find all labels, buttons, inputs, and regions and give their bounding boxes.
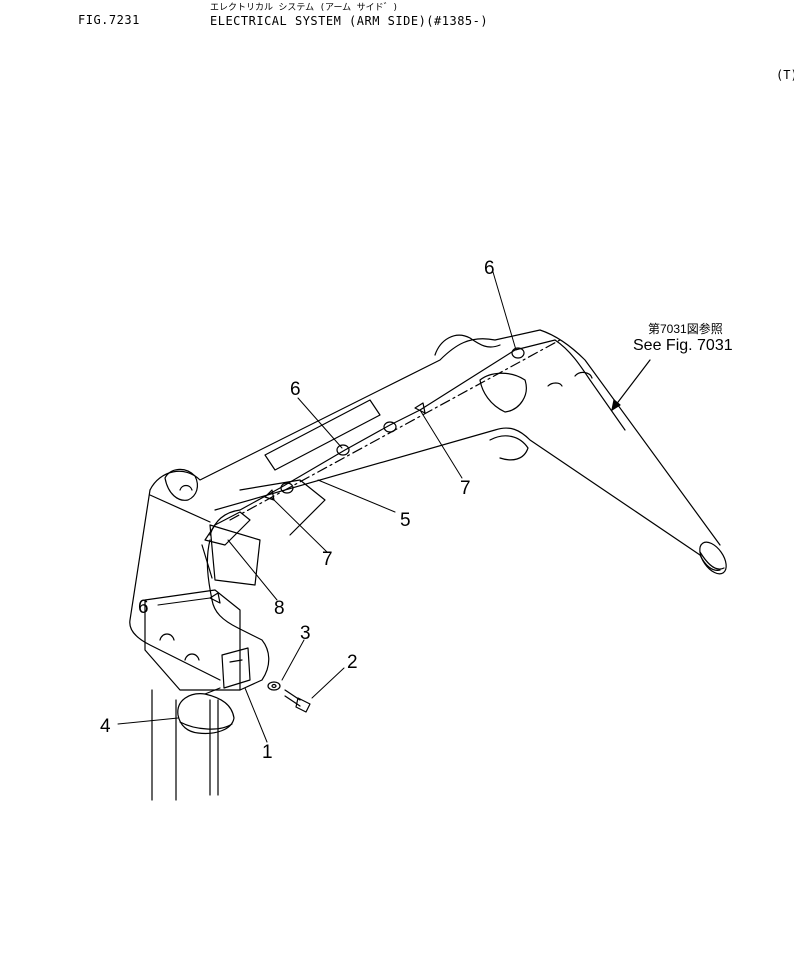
reference-arrowhead — [611, 399, 621, 411]
reference-english: See Fig. 7031 — [633, 337, 733, 354]
callout-7-left: 7 — [322, 549, 333, 570]
callout-8: 8 — [274, 598, 285, 619]
callout-numbers: 1 2 3 4 5 6 6 6 7 7 8 — [100, 258, 495, 763]
reference-arrow — [611, 359, 651, 411]
leader-lines — [117, 271, 517, 743]
callout-5: 5 — [400, 510, 411, 531]
callout-6-lower: 6 — [138, 597, 149, 618]
bolt-and-washer — [267, 681, 311, 713]
callout-1: 1 — [262, 742, 273, 763]
callout-7-right: 7 — [460, 478, 471, 499]
figure-number: FIG.7231 — [78, 13, 140, 27]
callout-2: 2 — [347, 652, 358, 673]
figure-title: ELECTRICAL SYSTEM (ARM SIDE)(#1385-) — [210, 14, 489, 28]
work-lamp — [177, 647, 251, 735]
callout-6-upper: 6 — [484, 258, 495, 279]
clamp-group — [209, 347, 525, 604]
callout-4: 4 — [100, 716, 111, 737]
callout-3: 3 — [300, 623, 311, 644]
boom-arm-outline — [129, 329, 727, 801]
reference-japanese: 第7031図参照 — [648, 322, 723, 336]
harness-cover — [201, 511, 251, 579]
title-japanese: エレクトリカル システム (アーム サイド゛) — [210, 3, 399, 13]
corner-mark: (T) — [776, 68, 794, 82]
callout-6-middle: 6 — [290, 379, 301, 400]
wire-harness — [206, 339, 626, 691]
